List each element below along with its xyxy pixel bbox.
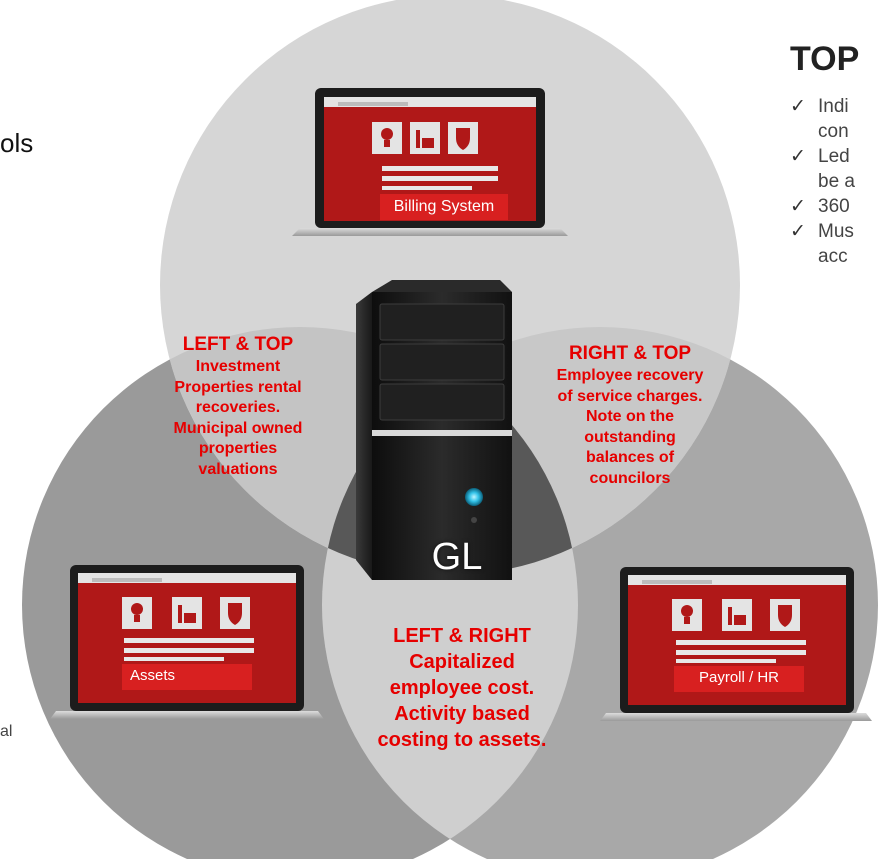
payroll-hr-label: Payroll / HR [698, 669, 780, 686]
bullet-item: ✓Mus [790, 221, 854, 242]
region-left-top-heading: LEFT & TOP [182, 334, 294, 355]
laptop-right [600, 567, 872, 721]
region-left-top-line: Properties rental [174, 378, 302, 396]
region-left-right-line: employee cost. [389, 677, 535, 699]
left-heading-fragment: ols [0, 128, 34, 158]
bullet-item: ✓Indi [790, 96, 849, 117]
bullet-item: ✓360 [790, 196, 850, 217]
factory-icon [722, 599, 752, 631]
checkmark-icon: ✓ [790, 146, 806, 167]
factory-icon [172, 597, 202, 629]
region-left-top-line: Investment [195, 358, 281, 375]
region-left-top: LEFT & TOP Investment Properties rental … [158, 333, 318, 480]
bullet-item-continuation: acc [818, 246, 848, 267]
shield-icon [220, 597, 250, 629]
factory-icon [410, 122, 440, 154]
region-right-top-line: Note on the [586, 408, 674, 425]
lightbulb-icon [372, 122, 402, 154]
region-left-top-line: valuations [198, 460, 278, 478]
region-right-top-heading: RIGHT & TOP [568, 343, 692, 364]
shield-icon [770, 599, 800, 631]
checkmark-icon: ✓ [790, 196, 806, 217]
region-right-top-line: councilors [589, 469, 671, 487]
bullet-item-continuation: con [818, 121, 849, 142]
region-left-right-line: Capitalized [409, 651, 515, 673]
region-right-top: RIGHT & TOP Employee recovery of service… [530, 342, 730, 489]
bullet-item: ✓Led [790, 146, 850, 167]
billing-system-label: Billing System [393, 198, 495, 215]
left-text-fragment: al [0, 723, 13, 740]
lightbulb-icon [122, 597, 152, 629]
laptop-left [50, 565, 324, 719]
region-left-top-line: Municipal owned [173, 419, 303, 437]
region-right-top-line: outstanding [584, 428, 676, 446]
top-bullet-list: ✓Indi con ✓Led be a ✓360 ✓Mus acc [790, 94, 855, 269]
lightbulb-icon [672, 599, 702, 631]
region-right-top-line: of service charges. [557, 387, 703, 405]
region-right-top-line: Employee recovery [556, 367, 704, 384]
laptop-top [292, 88, 568, 236]
power-button [465, 488, 483, 506]
assets-label: Assets [130, 667, 176, 684]
checkmark-icon: ✓ [790, 96, 806, 117]
top-heading-fragment: TOP [790, 40, 860, 78]
server-tower [356, 280, 512, 580]
checkmark-icon: ✓ [790, 221, 806, 242]
shield-icon [448, 122, 478, 154]
region-left-right-line: Activity based [394, 703, 530, 725]
region-left-right-heading: LEFT & RIGHT [393, 625, 531, 647]
region-left-right-line: costing to assets. [377, 729, 547, 751]
region-left-right: LEFT & RIGHT Capitalized employee cost. … [342, 623, 582, 753]
region-left-top-line: recoveries. [195, 399, 281, 416]
gl-label: GL [431, 536, 483, 578]
region-left-top-line: properties [198, 440, 278, 457]
region-right-top-line: balances of [585, 449, 675, 466]
bullet-item-continuation: be a [818, 171, 855, 192]
